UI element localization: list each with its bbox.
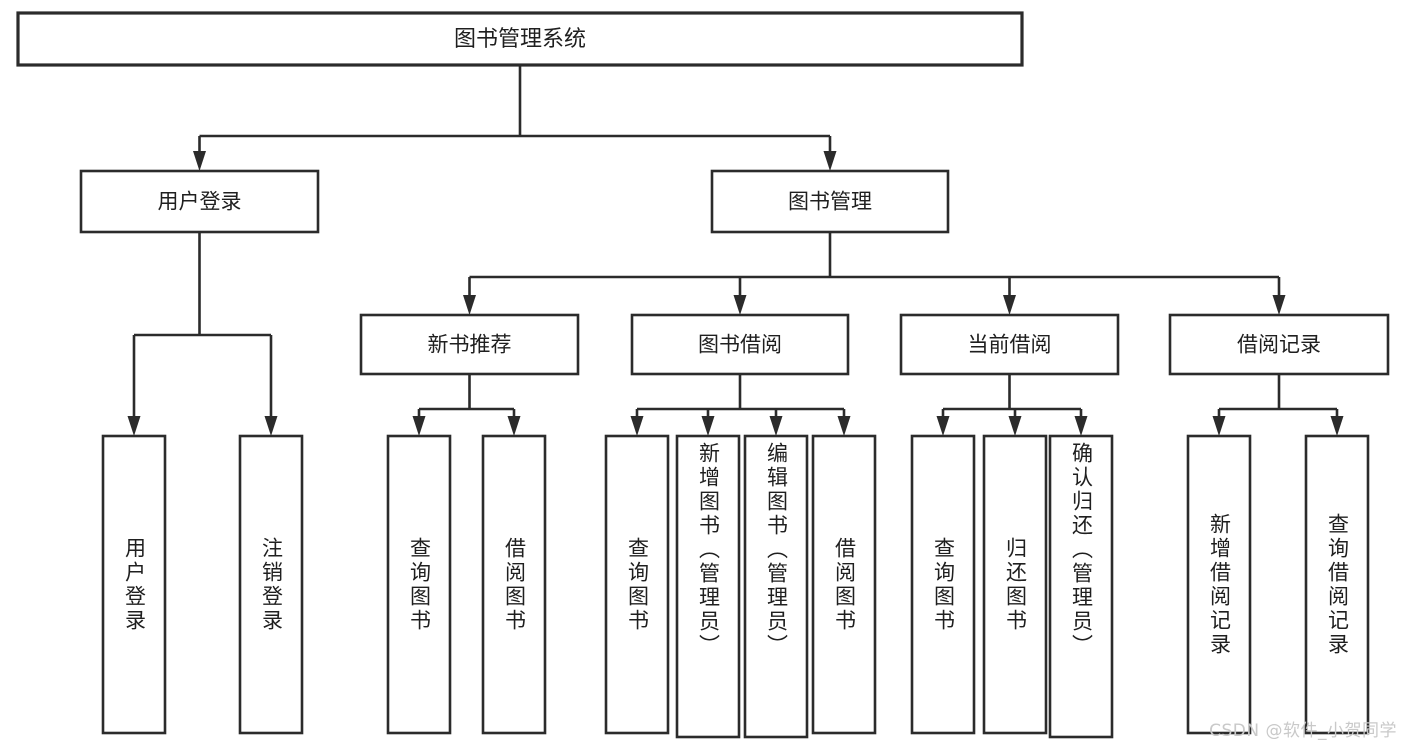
leaf-node-2-label-cell: 查询图书: [388, 436, 450, 733]
leaf-node-4-box[interactable]: [604, 434, 670, 735]
level3-0-to-leaves-arrowhead-0: [412, 416, 426, 436]
leaf-node-10-label-cell: 确认归还（管理员）: [1050, 436, 1112, 743]
leaf-node-0-label-wrap: 用户登录: [103, 436, 165, 733]
box-layer: [16, 11, 1390, 739]
leaf-node-6-label-cell: 编辑图书（管理员）: [745, 436, 807, 743]
leaf-node-2-label: 查询图书: [407, 536, 432, 633]
level3-node-3-label: 借阅记录: [1237, 333, 1321, 357]
level3-1-to-leaves-arrowhead-3: [837, 416, 851, 436]
leaf-node-4-label-cell: 查询图书: [606, 436, 668, 733]
root-to-level2-arrowhead-1: [823, 151, 837, 171]
level3-node-1-label: 图书借阅: [698, 333, 782, 357]
level2-node-1-box[interactable]: [710, 169, 950, 234]
level3-1-to-leaves-arrowhead-0: [630, 416, 644, 436]
leaf-node-5-box[interactable]: [675, 434, 741, 739]
leaf-node-11-label-wrap: 新增借阅记录: [1188, 436, 1250, 733]
leaf-node-4-label-wrap: 查询图书: [606, 436, 668, 733]
leaf-node-11-box[interactable]: [1186, 434, 1252, 735]
leaf-node-0-label-cell: 用户登录: [103, 436, 165, 733]
level3-0-to-leaves-arrowhead-1: [507, 416, 521, 436]
leaf-node-11-label-cell: 新增借阅记录: [1188, 436, 1250, 733]
level2-book-to-level3-arrowhead-2: [1003, 295, 1016, 315]
level2-node-0-box[interactable]: [79, 169, 320, 234]
root-to-level2-arrowhead-0: [193, 151, 206, 171]
level3-node-0-box[interactable]: [359, 313, 580, 376]
level3-1-to-leaves-arrowhead-2: [769, 416, 783, 436]
leaf-node-3-box[interactable]: [481, 434, 547, 735]
root-node-box[interactable]: [16, 11, 1024, 67]
leaf-node-3-label-cell: 借阅图书: [483, 436, 545, 733]
level3-node-3-box[interactable]: [1168, 313, 1390, 376]
leaf-node-11-label: 新增借阅记录: [1207, 512, 1232, 657]
leaf-node-5-label-cell: 新增图书（管理员）: [677, 436, 739, 743]
leaf-node-0-box[interactable]: [101, 434, 167, 735]
leaf-node-9-label: 归还图书: [1003, 536, 1028, 633]
leaf-node-10-label-wrap: 确认归还（管理员）: [1050, 436, 1112, 737]
leaf-node-5-label-wrap: 新增图书（管理员）: [677, 436, 739, 737]
leaf-node-10-label: 确认归还（管理员）: [1069, 442, 1094, 658]
watermark: CSDN @软件_小贺同学: [1209, 721, 1397, 741]
leaf-node-8-label-cell: 查询图书: [912, 436, 974, 733]
level3-2-to-leaves-arrowhead-0: [936, 416, 950, 436]
leaf-node-9-label-wrap: 归还图书: [984, 436, 1046, 733]
leaf-node-8-label-wrap: 查询图书: [912, 436, 974, 733]
level3-1-to-leaves-arrowhead-1: [701, 416, 715, 436]
level3-node-0-label: 新书推荐: [428, 333, 512, 357]
leaf-node-12-label-wrap: 查询借阅记录: [1306, 436, 1368, 733]
leaf-node-6-label-wrap: 编辑图书（管理员）: [745, 436, 807, 737]
level3-2-to-leaves-arrowhead-1: [1008, 416, 1022, 436]
leaf-node-5-label: 新增图书（管理员）: [696, 442, 721, 658]
connector-layer: [127, 65, 1344, 436]
leaf-node-10-box[interactable]: [1048, 434, 1114, 739]
leaf-node-3-label-wrap: 借阅图书: [483, 436, 545, 733]
leaf-node-7-label-cell: 借阅图书: [813, 436, 875, 733]
leaf-node-9-label-cell: 归还图书: [984, 436, 1046, 733]
leaf-node-0-label: 用户登录: [122, 536, 147, 633]
level3-2-to-leaves-arrowhead-2: [1074, 416, 1088, 436]
level2-book-to-level3-arrowhead-3: [1272, 295, 1286, 315]
leaf-node-9-box[interactable]: [982, 434, 1048, 735]
level2-login-to-leaves-arrowhead-0: [127, 416, 141, 436]
leaf-node-12-label: 查询借阅记录: [1325, 512, 1350, 657]
level2-node-1-label: 图书管理: [788, 190, 872, 214]
leaf-node-1-label-cell: 注销登录: [240, 436, 302, 733]
leaf-node-7-label-wrap: 借阅图书: [813, 436, 875, 733]
level3-3-to-leaves-arrowhead-1: [1330, 416, 1344, 436]
leaf-node-8-box[interactable]: [910, 434, 976, 735]
leaf-node-6-label: 编辑图书（管理员）: [764, 442, 789, 658]
leaf-node-8-label: 查询图书: [931, 536, 956, 633]
leaf-node-1-box[interactable]: [238, 434, 304, 735]
level2-book-to-level3-arrowhead-0: [463, 295, 476, 315]
leaf-node-7-box[interactable]: [811, 434, 877, 735]
level3-node-1-box[interactable]: [630, 313, 850, 376]
leaf-node-1-label: 注销登录: [259, 536, 284, 633]
leaf-node-2-label-wrap: 查询图书: [388, 436, 450, 733]
leaf-node-4-label: 查询图书: [625, 536, 650, 633]
level3-node-2-box[interactable]: [899, 313, 1120, 376]
leaf-node-12-label-cell: 查询借阅记录: [1306, 436, 1368, 733]
leaf-node-7-label: 借阅图书: [832, 536, 857, 633]
leaf-node-6-box[interactable]: [743, 434, 809, 739]
root-node-label: 图书管理系统: [454, 27, 586, 52]
leaf-node-12-box[interactable]: [1304, 434, 1370, 735]
level3-3-to-leaves-arrowhead-0: [1212, 416, 1226, 436]
level2-login-to-leaves-arrowhead-1: [264, 416, 278, 436]
level2-book-to-level3-arrowhead-1: [733, 295, 747, 315]
level3-node-2-label: 当前借阅: [968, 333, 1052, 357]
level2-node-0-label: 用户登录: [158, 190, 242, 214]
leaf-node-1-label-wrap: 注销登录: [240, 436, 302, 733]
leaf-node-3-label: 借阅图书: [502, 536, 527, 633]
leaf-node-2-box[interactable]: [386, 434, 452, 735]
